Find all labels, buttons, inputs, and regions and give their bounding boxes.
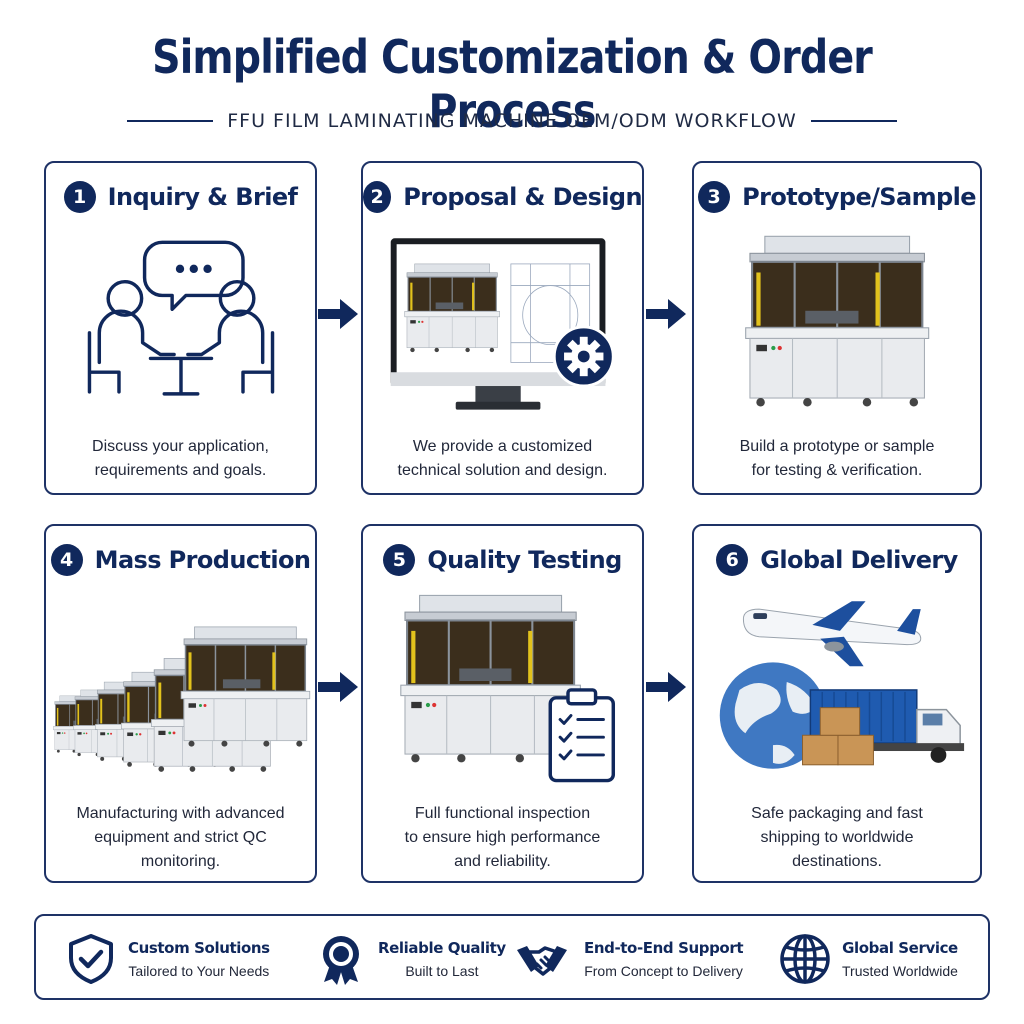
arrow-right-icon <box>318 299 358 329</box>
meeting-icon <box>56 223 305 423</box>
feature-end-to-end-support: End-to-End Support From Concept to Deliv… <box>510 916 744 1002</box>
clipboard-check-icon <box>373 586 632 786</box>
step-description-line: shipping to worldwide <box>760 829 914 846</box>
step-card-2: 2 Proposal & Design <box>361 161 644 495</box>
machine-icon <box>704 223 970 423</box>
step-description: Manufacturing with advanced equipment an… <box>58 802 303 874</box>
step-number-badge: 4 <box>50 544 83 576</box>
arrow-right-icon <box>646 299 686 329</box>
step-card-3: 3 Prototype/Sample Build a prototype or … <box>692 161 982 495</box>
step-description-line: to ensure high performance <box>404 829 601 846</box>
step-title: Global Delivery <box>760 546 958 574</box>
arrow-right-icon <box>646 672 686 702</box>
ribbon-badge-icon <box>323 936 359 985</box>
feature-subtitle: From Concept to Delivery <box>584 963 743 979</box>
feature-subtitle: Built to Last <box>405 963 479 979</box>
step-description-line: technical solution and design. <box>397 462 608 479</box>
step-description: We provide a customized technical soluti… <box>375 435 630 483</box>
step-header: 3 Prototype/Sample <box>694 179 980 215</box>
step-description-line: and reliability. <box>454 853 551 870</box>
subtitle-rule-right <box>810 120 897 122</box>
feature-subtitle: Tailored to Your Needs <box>128 963 270 979</box>
feature-title: End-to-End Support <box>584 939 744 957</box>
step-header: 6 Global Delivery <box>694 542 980 578</box>
step-description: Full functional inspection to ensure hig… <box>375 802 630 874</box>
arrow-right-icon <box>318 672 358 702</box>
production-line-icon <box>50 586 311 786</box>
step-description-line: for testing & verification. <box>751 462 923 479</box>
step-description-line: monitoring. <box>140 853 221 870</box>
step-number-badge: 3 <box>698 181 731 213</box>
step-description-line: equipment and strict QC <box>94 829 267 846</box>
step-card-1: 1 Inquiry & Brief Dis <box>44 161 317 495</box>
step-description-line: We provide a customized <box>412 438 593 455</box>
step-description-line: requirements and goals. <box>94 462 267 479</box>
step-header: 5 Quality Testing <box>363 542 642 578</box>
step-header: 1 Inquiry & Brief <box>46 179 315 215</box>
step-description-line: Safe packaging and fast <box>751 805 923 822</box>
step-title: Inquiry & Brief <box>107 183 298 211</box>
subtitle-rule-left <box>127 120 214 122</box>
step-number-badge: 6 <box>716 544 749 576</box>
step-description: Build a prototype or sample for testing … <box>706 435 968 483</box>
step-description-line: Manufacturing with advanced <box>76 805 285 822</box>
feature-global-service: Global Service Trusted Worldwide <box>778 916 958 1002</box>
step-number-badge: 1 <box>63 181 96 213</box>
feature-subtitle: Trusted Worldwide <box>842 963 958 979</box>
features-bar: Custom Solutions Tailored to Your Needs … <box>34 914 990 1000</box>
step-description-line: Full functional inspection <box>414 805 591 822</box>
step-number-badge: 5 <box>383 544 416 576</box>
step-title: Mass Production <box>94 546 311 574</box>
feature-title: Reliable Quality <box>378 939 506 957</box>
step-card-4: 4 Mass Production Manufacturing with adv… <box>44 524 317 883</box>
step-description-line: Build a prototype or sample <box>739 438 935 455</box>
page-subtitle: FFU FILM LAMINATING MACHINE OEM/ODM WORK… <box>227 110 797 132</box>
feature-title: Custom Solutions <box>128 939 270 957</box>
step-description: Safe packaging and fast shipping to worl… <box>706 802 968 874</box>
globe-shipping-icon <box>704 586 970 786</box>
step-card-5: 5 Quality Testing Full functional inspec… <box>361 524 644 883</box>
step-description-line: Discuss your application, <box>92 438 269 455</box>
handshake-icon <box>517 946 567 976</box>
step-card-6: 6 Global Delivery <box>692 524 982 883</box>
step-description: Discuss your application, requirements a… <box>58 435 303 483</box>
step-header: 4 Mass Production <box>46 542 315 578</box>
step-number-badge: 2 <box>363 181 392 213</box>
subtitle-row: FFU FILM LAMINATING MACHINE OEM/ODM WORK… <box>0 106 1024 136</box>
step-title: Quality Testing <box>427 546 622 574</box>
shield-check-icon <box>69 934 113 984</box>
feature-reliable-quality: Reliable Quality Built to Last <box>314 916 506 1002</box>
feature-title: Global Service <box>842 939 958 957</box>
monitor-gear-icon <box>373 223 632 423</box>
step-title: Proposal & Design <box>403 183 642 211</box>
page-title: Simplified Customization & Order Process <box>152 30 873 138</box>
step-description-line: destinations. <box>792 853 882 870</box>
step-header: 2 Proposal & Design <box>363 179 643 215</box>
step-title: Prototype/Sample <box>742 183 976 211</box>
feature-custom-solutions: Custom Solutions Tailored to Your Needs <box>64 916 270 1002</box>
globe-icon <box>780 934 830 984</box>
